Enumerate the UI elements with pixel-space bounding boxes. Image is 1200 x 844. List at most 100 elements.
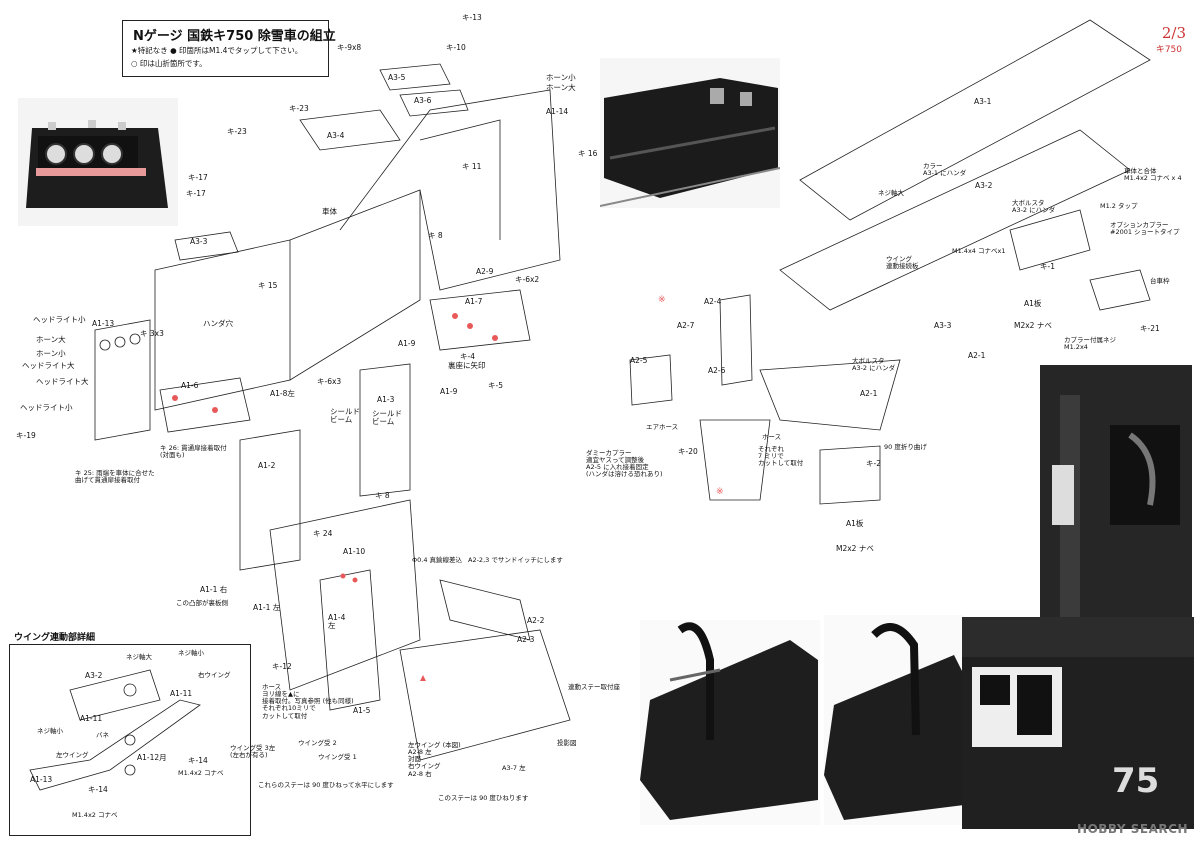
photo-front-cab bbox=[18, 98, 178, 226]
label-ki-8-b: キ 8 bbox=[375, 491, 390, 500]
label-d-ki-14-b: キ-14 bbox=[88, 785, 108, 794]
label-ki-10: キ-10 bbox=[446, 43, 466, 52]
label-ki-12: キ-12 bbox=[272, 662, 292, 671]
label-shatai: 車体 bbox=[322, 207, 337, 216]
label-a1-9-b: A1-9 bbox=[440, 387, 458, 396]
label-ki-16: キ 16 bbox=[578, 149, 598, 158]
label-ki-6x3: キ-6x3 bbox=[317, 377, 342, 386]
label-ki-23-b: キ-23 bbox=[289, 104, 309, 113]
label-a1-4: A1-4 左 bbox=[328, 613, 346, 631]
label-wing-receiver-2: ウイング受 2 bbox=[298, 739, 337, 747]
watermark-text: HOBBY SEARCH bbox=[1077, 822, 1188, 836]
wing-linkage-detail-box bbox=[9, 644, 251, 836]
label-a1-2: A1-2 bbox=[258, 461, 276, 470]
label-option-coupler: オプションカプラー #2001 ショートタイプ bbox=[1110, 221, 1180, 237]
label-ki-4: キ-4 bbox=[460, 352, 475, 361]
page-title: Nゲージ 国鉄キ750 除雪車の組立 bbox=[133, 29, 336, 44]
photo-plow-2 bbox=[824, 615, 964, 825]
label-a2-9: A2-9 bbox=[476, 267, 494, 276]
label-horn-large-2: ホーン大 bbox=[36, 335, 66, 344]
label-bogie-frame: 台車枠 bbox=[1150, 277, 1170, 285]
label-headlight-small-1: ヘッドライト小 bbox=[33, 315, 86, 324]
label-wing-link-plate: ウイング 連動接続板 bbox=[886, 255, 919, 271]
label-a3-3: A3-3 bbox=[190, 237, 208, 246]
label-d-a1-11-b: A1-11 bbox=[80, 714, 103, 723]
photo-cab-window: 75 bbox=[962, 617, 1194, 829]
label-stay-mount: 連動ステー取付座 bbox=[568, 683, 620, 691]
label-headlight-small-2: ヘッドライト小 bbox=[20, 403, 73, 412]
svg-text:75: 75 bbox=[1112, 761, 1159, 801]
label-wing-receiver-3: ウイング受 3左 (左右が有る) bbox=[230, 744, 276, 760]
label-d-screw-large: ネジ軸大 bbox=[126, 653, 152, 661]
label-ki-17-b: キ-17 bbox=[186, 189, 206, 198]
label-a3-3-b: A3-3 bbox=[934, 321, 952, 330]
label-m2x2-pan: M2x2 ナベ bbox=[1014, 321, 1052, 330]
label-m14x4: M1.4x4 コナベx1 bbox=[952, 247, 1006, 255]
label-wing-receiver-1: ウイング受 1 bbox=[318, 753, 357, 761]
label-d-right-wing: 右ウイング bbox=[198, 671, 231, 679]
label-ki-20: キ-20 bbox=[678, 447, 698, 456]
label-stays-90-note: これらのステーは 90 度ひねって水平にします bbox=[258, 781, 394, 789]
label-d-left-wing: 左ウイング bbox=[56, 751, 89, 759]
label-d-spring: バネ bbox=[96, 731, 109, 739]
photo-plow-1 bbox=[640, 620, 820, 825]
label-a2-3: A2-3 bbox=[517, 635, 535, 644]
label-d-screw-small-2: ネジ軸小 bbox=[37, 727, 63, 735]
label-ki-9x8: キ-9x8 bbox=[337, 43, 362, 52]
detail-title: ウイング連動部詳細 bbox=[14, 633, 96, 643]
label-d-m14-a: M1.4x2 コナベ bbox=[178, 769, 224, 777]
label-hose-cut-note: それぞれ 7 ミリで カットして取付 bbox=[758, 445, 804, 468]
label-stay-90-note: このステーは 90 度ひねります bbox=[438, 794, 529, 802]
label-horn-large: ホーン大 bbox=[546, 83, 576, 92]
label-d-ki-14-a: キ-14 bbox=[188, 756, 208, 765]
page-number: 2/3 bbox=[1161, 24, 1186, 42]
svg-text:※: ※ bbox=[658, 295, 666, 305]
label-a2-1-b: A2-1 bbox=[860, 389, 878, 398]
label-screw-axis-large: ネジ軸大 bbox=[878, 189, 904, 197]
label-collar: カラー A3-1 にハンダ bbox=[923, 162, 967, 178]
label-ki-2: キ-2 bbox=[866, 459, 881, 468]
label-d-a1-11-a: A1-11 bbox=[170, 689, 193, 698]
label-90-fold: 90 度折り曲げ bbox=[884, 443, 927, 451]
label-a2-7: A2-7 bbox=[677, 321, 695, 330]
label-ki-11: キ 11 bbox=[462, 162, 482, 171]
label-a2-23-note: A2-2,3 でサンドイッチにします bbox=[468, 556, 563, 564]
label-projection: 投影図 bbox=[557, 739, 577, 747]
label-a2-1-a: A2-1 bbox=[968, 351, 986, 360]
label-left-wing-note: 左ウイング (本図) A2-8 左 対面 右ウイング A2-8 右 bbox=[408, 741, 461, 778]
label-a2-2: A2-2 bbox=[527, 616, 545, 625]
label-d-a1-12: A1-12月 bbox=[137, 753, 167, 762]
label-ki-21: キ-21 bbox=[1140, 324, 1160, 333]
label-ki-13: キ-13 bbox=[462, 13, 482, 22]
label-kono-note: この凸部が裏板側 bbox=[176, 599, 228, 607]
label-ki-25-note: キ 25: 雨端を車体に合せた 曲げて貫通扉接着取付 bbox=[75, 469, 155, 485]
label-big-bolster: 大ボルスタ A3-2 にハンダ bbox=[852, 357, 896, 373]
photo-cab-side-closeup bbox=[1040, 365, 1192, 627]
label-shield-beam-2: シールド ビーム bbox=[372, 409, 402, 427]
photo-side-view bbox=[600, 58, 780, 208]
label-d-screw-small: ネジ軸小 bbox=[178, 649, 204, 657]
label-a3-7-left: A3-7 左 bbox=[502, 764, 526, 772]
label-bolster: 大ボルスタ A3-2 にハンダ bbox=[1012, 199, 1056, 215]
label-headlight-large-2: ヘッドライト大 bbox=[36, 377, 89, 386]
label-air-hose: エアホース bbox=[646, 423, 679, 431]
label-hose-note: ホース ヨリ線を▲に 接着取付。写真参照 (他も同様) それぞれ10ミリで カッ… bbox=[262, 683, 354, 720]
label-a1-13: A1-13 bbox=[92, 319, 115, 328]
label-headlight-large-1: ヘッドライト大 bbox=[22, 361, 75, 370]
label-d-a3-2: A3-2 bbox=[85, 671, 103, 680]
label-a3-1: A3-1 bbox=[974, 97, 992, 106]
label-d-a1-13: A1-13 bbox=[30, 775, 53, 784]
label-a1-plate: A1板 bbox=[1024, 299, 1042, 308]
label-m2x2-pan-2: M2x2 ナベ bbox=[836, 544, 874, 553]
label-a1-9-a: A1-9 bbox=[398, 339, 416, 348]
label-ki-26-note: キ 26: 貫通扉接着取付 (対面も) bbox=[160, 444, 227, 460]
label-ki-6x2: キ-6x2 bbox=[515, 275, 540, 284]
label-a1-7: A1-7 bbox=[465, 297, 483, 306]
label-ki-24: キ 24 bbox=[313, 529, 333, 538]
tap-note: ★特記なき ● 印箇所はM1.4でタップして下さい。 bbox=[131, 46, 303, 55]
label-a1-5: A1-5 bbox=[353, 706, 371, 715]
label-a2-6: A2-6 bbox=[708, 366, 726, 375]
title-box: Nゲージ 国鉄キ750 除雪車の組立 ★特記なき ● 印箇所はM1.4でタップし… bbox=[122, 20, 336, 77]
label-a3-6: A3-6 bbox=[414, 96, 432, 105]
